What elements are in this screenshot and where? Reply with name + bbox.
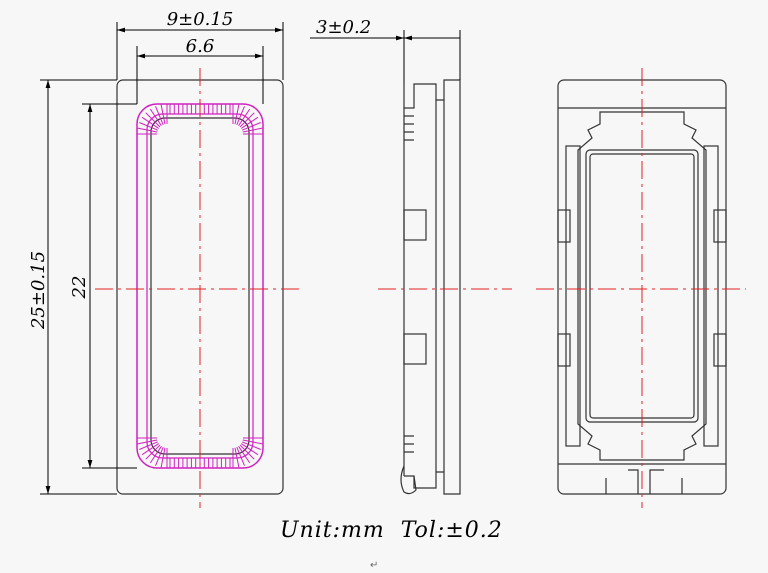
hatch-line [241, 116, 259, 129]
hatch-line [239, 444, 255, 460]
height-dimensions [40, 79, 137, 495]
width-dimensions [116, 22, 284, 104]
hatch-line [139, 122, 158, 131]
dim-height-outer: 25±0.15 [28, 251, 49, 330]
hatch-line [141, 116, 159, 129]
hatch-line [241, 443, 259, 456]
hatch-line [160, 104, 166, 125]
hatch-line [155, 447, 164, 466]
hatch-line [234, 104, 240, 125]
hatch-line [149, 446, 162, 464]
thickness-dimension [310, 30, 461, 84]
side-view [400, 79, 461, 495]
unit-tolerance-note: Unit:mm Tol:±0.2 [280, 518, 503, 543]
hatch-line [238, 108, 251, 126]
hatch-line [236, 447, 245, 466]
hatch-line [239, 112, 255, 128]
hatch-line [149, 108, 162, 126]
dim-thickness: 3±0.2 [316, 17, 371, 38]
hatch-line [242, 439, 263, 445]
membrane-hatch-bottom [137, 437, 263, 468]
hatch-line [242, 122, 261, 131]
hatch-line [141, 443, 159, 456]
hatch-line [234, 447, 240, 468]
dim-width-inner: 6.6 [186, 36, 215, 57]
membrane-hatch-top [137, 104, 263, 135]
hatch-line [155, 106, 164, 125]
hatch-line [145, 444, 161, 460]
return-mark: ↵ [370, 560, 378, 571]
hatch-line [236, 106, 245, 125]
dim-width-outer: 9±0.15 [167, 9, 234, 30]
front-centerlines [95, 68, 304, 508]
hatch-line [139, 441, 158, 450]
back-centerlines [536, 68, 746, 508]
hatch-line [160, 447, 166, 468]
hatch-line [145, 112, 161, 128]
hatch-line [238, 446, 251, 464]
hatch-line [242, 127, 263, 133]
hatch-line [137, 439, 158, 445]
dim-height-inner: 22 [69, 276, 90, 300]
hatch-line [137, 127, 158, 133]
hatch-line [242, 441, 261, 450]
